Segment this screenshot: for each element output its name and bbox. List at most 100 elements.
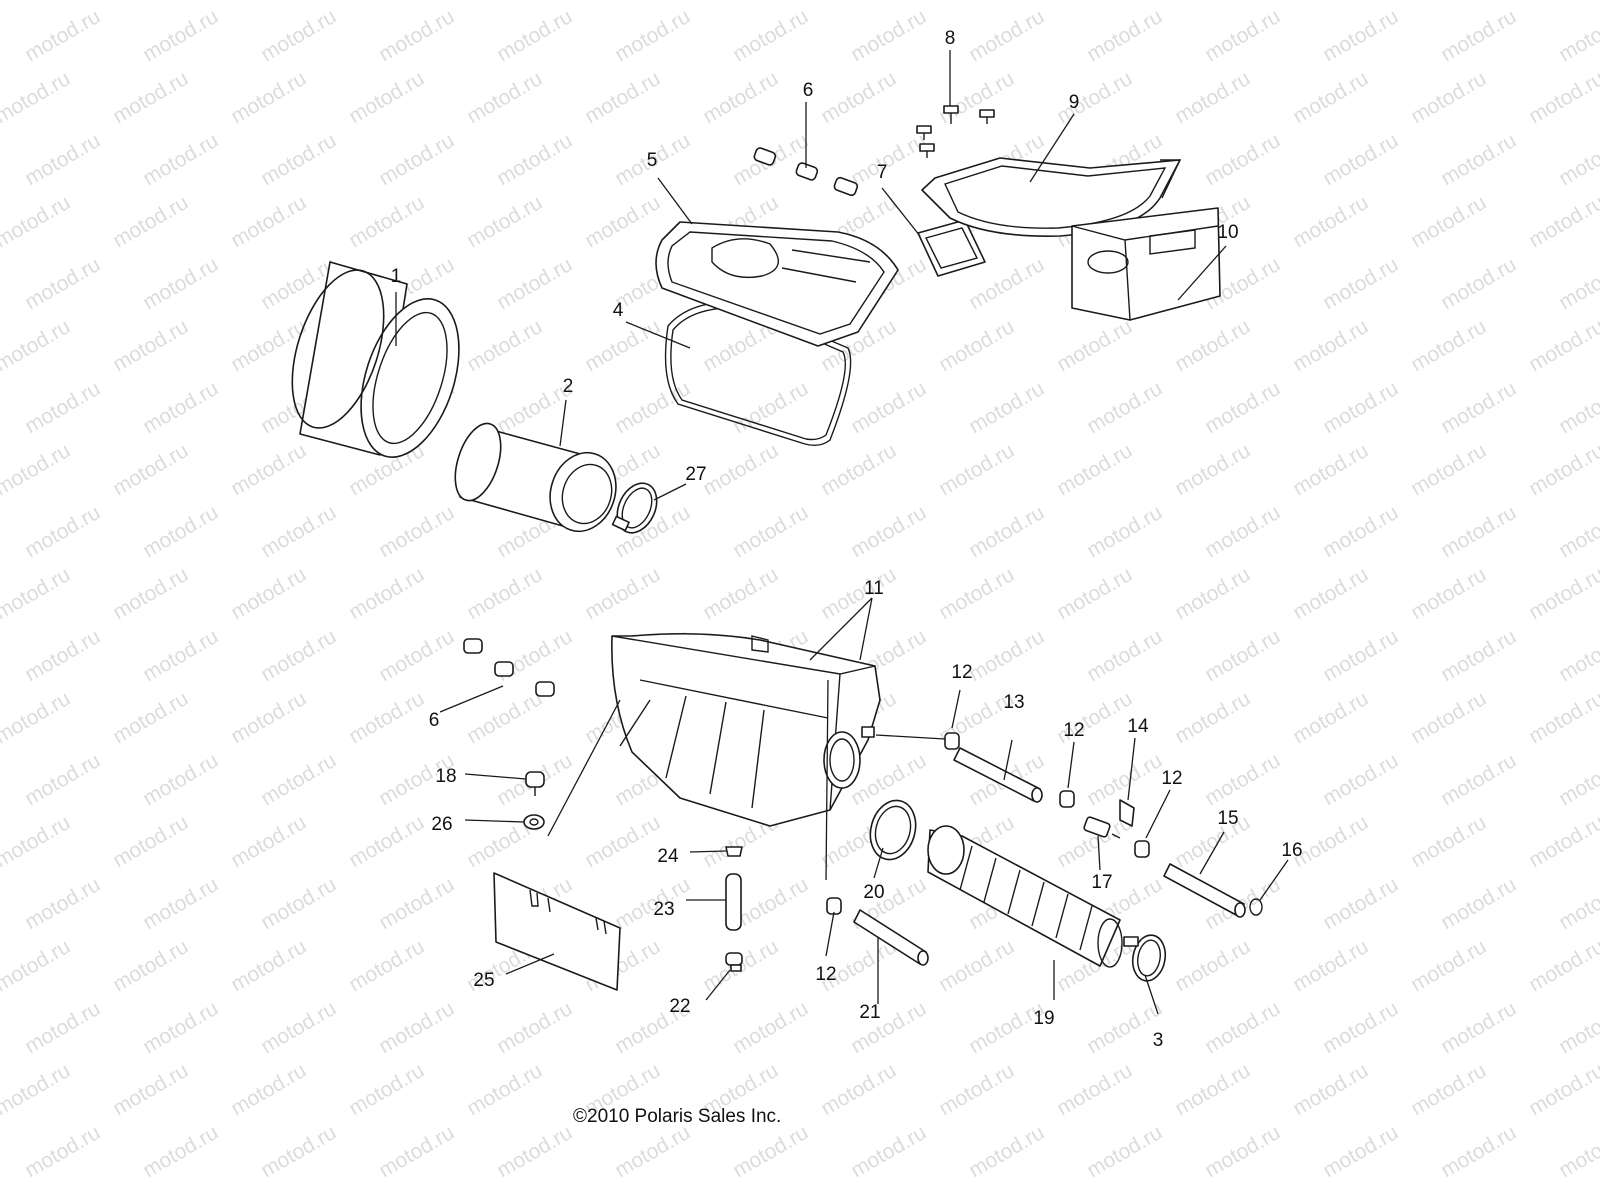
watermark-text: motod.ru [1289,563,1372,624]
watermark-text: motod.ru [345,687,428,748]
watermark-text: motod.ru [699,0,782,4]
watermark-text: motod.ru [1171,687,1254,748]
watermark-text: motod.ru [847,129,930,190]
intake-boot [927,825,1123,968]
watermark-text: motod.ru [1319,5,1402,66]
watermark-text: motod.ru [0,191,74,252]
watermark-text: motod.ru [227,687,310,748]
callout-5: 5 [647,150,658,171]
watermark-text: motod.ru [1171,935,1254,996]
callout-11: 11 [864,578,884,599]
callout-8: 8 [945,28,956,49]
watermark-text: motod.ru [345,191,428,252]
watermark-text: motod.ru [227,811,310,872]
watermark-text: motod.ru [109,1059,192,1120]
watermark-text: motod.ru [1525,439,1600,500]
watermark-text: motod.ru [1437,5,1520,66]
air-filter-element [454,422,617,533]
watermark-text: motod.ru [699,67,782,128]
watermark-text: motod.ru [0,0,74,4]
watermark-text: motod.ru [0,935,74,996]
watermark-text: motod.ru [1555,5,1600,66]
watermark-text: motod.ru [0,67,74,128]
watermark-text: motod.ru [1525,67,1600,128]
watermark-text: motod.ru [375,997,458,1058]
decal [493,872,621,991]
watermark-text: motod.ru [1437,253,1520,314]
watermark-text: motod.ru [1201,5,1284,66]
watermark-text: motod.ru [1083,377,1166,438]
leader-lines [395,50,1289,1015]
watermark-text: motod.ru [21,873,104,934]
watermark-text: motod.ru [965,1121,1048,1182]
watermark-text: motod.ru [345,563,428,624]
watermark-text: motod.ru [375,129,458,190]
watermark-text: motod.ru [699,439,782,500]
watermark-text: motod.ru [1437,377,1520,438]
callout-19: 19 [1033,1008,1054,1029]
watermark-text: motod.ru [1437,129,1520,190]
watermark-text: motod.ru [1053,563,1136,624]
intake-duct [921,157,1182,237]
watermark-text: motod.ru [139,253,222,314]
watermark-text: motod.ru [375,5,458,66]
callout-26: 26 [431,814,452,835]
watermark-text: motod.ru [935,315,1018,376]
callout-12-d: 12 [815,964,836,985]
watermark-text: motod.ru [21,253,104,314]
callout-15: 15 [1217,808,1238,829]
watermark-text: motod.ru [1525,191,1600,252]
drain-tube-13 [953,747,1043,803]
watermark-text: motod.ru [817,67,900,128]
watermark-text: motod.ru [935,439,1018,500]
watermark-text: motod.ru [1525,811,1600,872]
watermark-text: motod.ru [375,625,458,686]
watermark-text: motod.ru [581,563,664,624]
watermark-text: motod.ru [847,377,930,438]
callout-13: 13 [1003,692,1024,713]
valve-22 [725,952,743,972]
watermark-text: motod.ru [817,439,900,500]
watermark-text: motod.ru [935,67,1018,128]
watermark-text: motod.ru [463,315,546,376]
watermark-text: motod.ru [1437,873,1520,934]
watermark-text: motod.ru [1407,811,1490,872]
watermark-text: motod.ru [0,563,74,624]
watermark-text: motod.ru [817,563,900,624]
watermark-text: motod.ru [493,253,576,314]
callout-12-c: 12 [1161,768,1182,789]
watermark-text: motod.ru [1289,67,1372,128]
watermark-text: motod.ru [1289,315,1372,376]
watermark-text: motod.ru [493,1121,576,1182]
watermark-text: motod.ru [345,67,428,128]
watermark-text: motod.ru [1525,0,1600,4]
watermark-text: motod.ru [227,563,310,624]
watermark-text: motod.ru [729,377,812,438]
watermark-text: motod.ru [1289,191,1372,252]
watermark-text: motod.ru [139,749,222,810]
watermark-text: motod.ru [345,1059,428,1120]
callout-3: 3 [1153,1030,1164,1051]
watermark-text: motod.ru [21,501,104,562]
callout-23: 23 [653,899,674,920]
watermark-text: motod.ru [1201,1121,1284,1182]
watermark-text: motod.ru [109,563,192,624]
watermark-text: motod.ru [1201,501,1284,562]
watermark-text: motod.ru [935,935,1018,996]
washer [523,814,545,830]
airbox-housing [611,632,881,827]
watermark-text: motod.ru [109,811,192,872]
watermark-text: motod.ru [0,687,74,748]
watermark-text: motod.ru [1201,377,1284,438]
watermark-text: motod.ru [227,191,310,252]
watermark-text: motod.ru [227,439,310,500]
airbox-cover [655,221,899,347]
watermark-text: motod.ru [1289,687,1372,748]
cover-gasket [917,219,986,277]
callout-4: 4 [613,300,624,321]
callout-14: 14 [1127,716,1149,737]
watermark-text: motod.ru [1053,315,1136,376]
watermark-text: motod.ru [493,129,576,190]
watermark-text: motod.ru [375,501,458,562]
